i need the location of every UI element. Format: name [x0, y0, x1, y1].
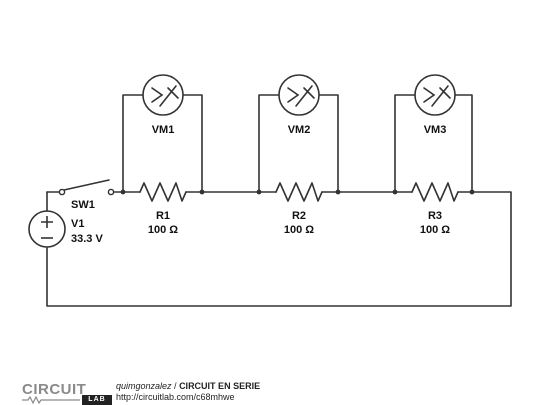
junction-dot	[120, 189, 126, 195]
resistor-value-label: 100 Ω	[284, 224, 314, 236]
circuit-title[interactable]: CIRCUIT EN SERIE	[179, 381, 261, 391]
switch-blade	[63, 179, 110, 191]
wire-left-lower	[46, 191, 512, 307]
junction-dot	[392, 189, 398, 195]
resistor-value-label: 100 Ω	[148, 224, 178, 236]
logo-wave-icon	[22, 396, 80, 404]
source-name-label: V1	[71, 218, 84, 230]
voltmeter-vm2	[278, 74, 320, 116]
voltmeter-label: VM1	[152, 124, 175, 136]
plus-icon	[41, 216, 53, 228]
junction-dot	[256, 189, 262, 195]
switch-label: SW1	[71, 199, 95, 211]
voltmeter-vm1	[142, 74, 184, 116]
voltmeter-vm2-wiring	[258, 94, 339, 193]
voltage-source-v1	[28, 210, 66, 248]
junction-dot	[199, 189, 205, 195]
voltmeter-icon	[151, 85, 179, 107]
voltmeter-vm3-wiring	[394, 94, 473, 193]
circuitlab-logo: CIRCUIT LAB	[22, 381, 114, 405]
resistor-name-label: R2	[292, 210, 306, 222]
voltmeter-icon	[287, 85, 315, 107]
resistor-r3-zigzag	[411, 182, 459, 202]
resistor-name-label: R1	[156, 210, 170, 222]
voltmeter-label: VM3	[424, 124, 447, 136]
resistor-value-label: 100 Ω	[420, 224, 450, 236]
voltmeter-label: VM2	[288, 124, 311, 136]
author-link[interactable]: quimgonzalez	[116, 381, 172, 391]
circuit-url[interactable]: http://circuitlab.com/c68mhwe	[116, 392, 235, 402]
footer: CIRCUIT LAB quimgonzalez / CIRCUIT EN SE…	[0, 381, 540, 405]
voltmeter-vm3	[414, 74, 456, 116]
resistor-r1-zigzag	[139, 182, 187, 202]
resistor-name-label: R3	[428, 210, 442, 222]
junction-dot	[335, 189, 341, 195]
footer-meta: quimgonzalez / CIRCUIT EN SERIE http://c…	[116, 381, 260, 403]
brand-word: CIRCUIT	[22, 381, 87, 398]
voltmeter-vm1-wiring	[122, 94, 203, 193]
voltmeter-icon	[423, 85, 451, 107]
separator: /	[171, 381, 180, 391]
brand-lab: LAB	[82, 395, 112, 405]
switch-contact-right	[107, 188, 115, 196]
junction-dot	[469, 189, 475, 195]
resistor-r2-zigzag	[275, 182, 323, 202]
source-value-label: 33.3 V	[71, 233, 103, 245]
switch-contact-left	[58, 188, 66, 196]
